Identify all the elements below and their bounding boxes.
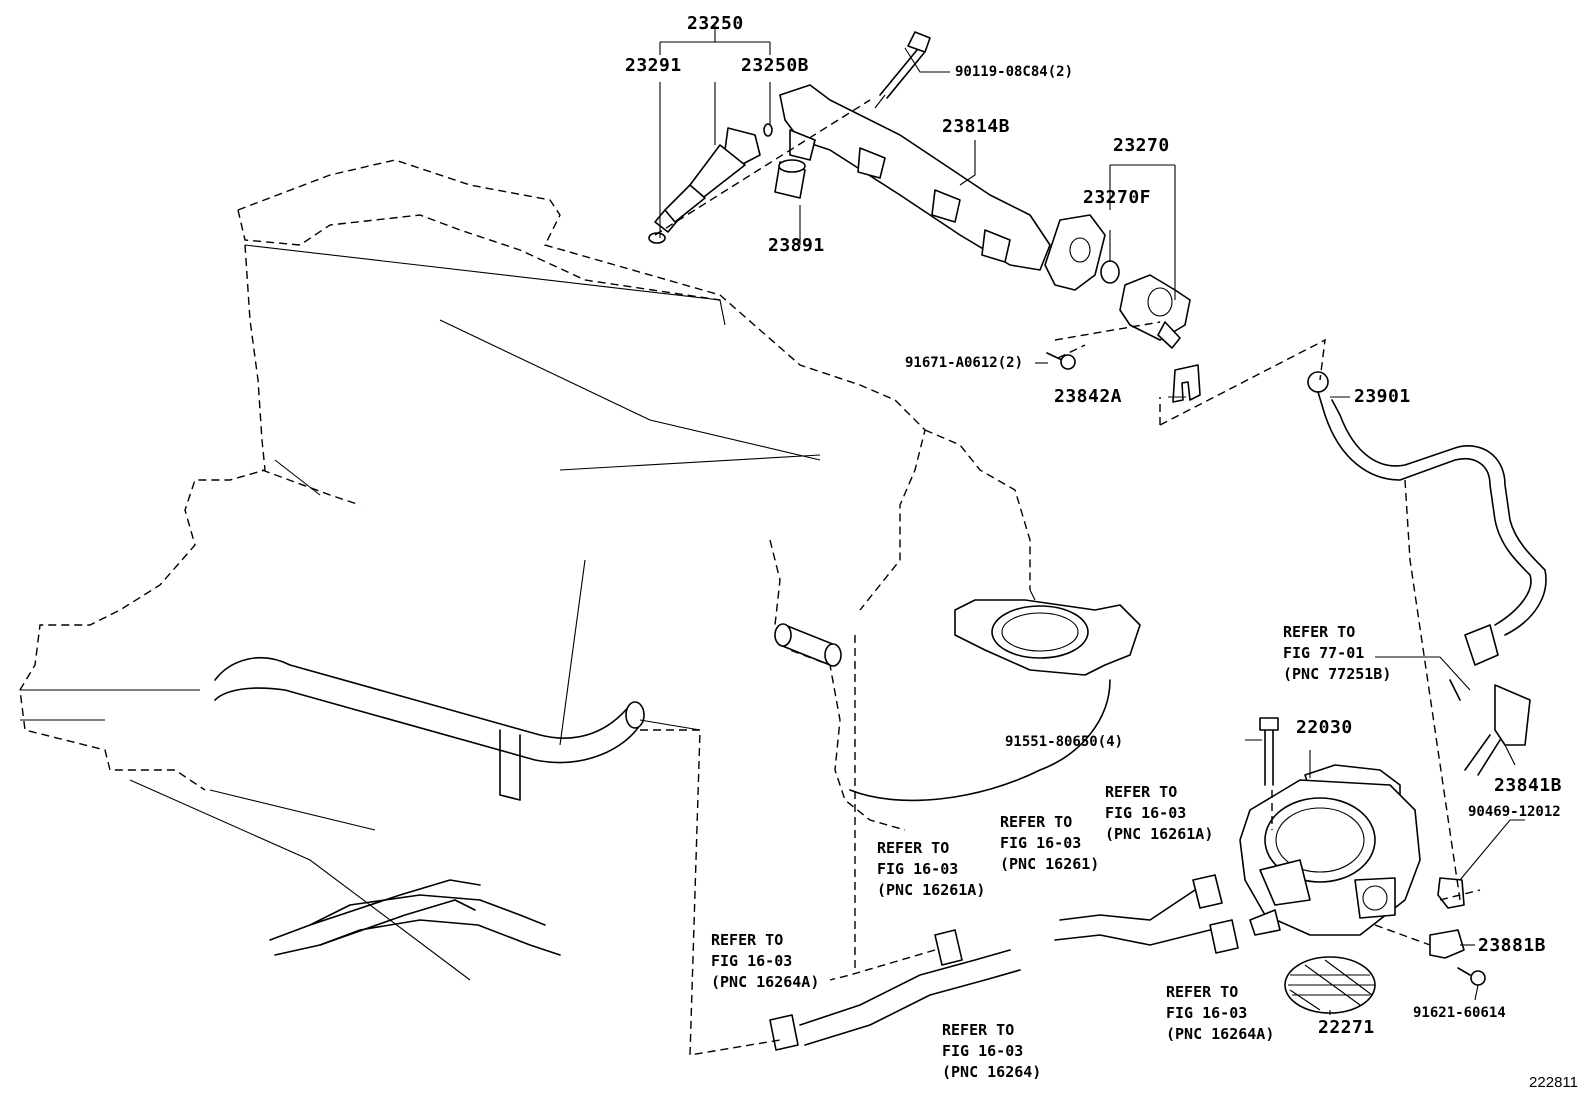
refer-fig-16-03-16261[interactable]: REFER TO FIG 16-03 (PNC 16261): [1000, 813, 1100, 873]
label-22271[interactable]: 22271: [1318, 1017, 1375, 1038]
bolt-90119: [874, 31, 931, 109]
clip-23841b: [1449, 679, 1531, 776]
fuel-hose: [1307, 371, 1547, 666]
label-90469[interactable]: 90469-12012: [1468, 804, 1561, 820]
gasket-22271: [1284, 956, 1376, 1014]
label-23814b[interactable]: 23814B: [942, 116, 1011, 137]
label-23891[interactable]: 23891: [768, 235, 825, 256]
pressure-regulator: [1100, 260, 1191, 349]
label-91671[interactable]: 91671-A0612(2): [905, 355, 1024, 371]
label-22030[interactable]: 22030: [1296, 717, 1353, 738]
label-23250[interactable]: 23250: [687, 13, 744, 34]
label-90119[interactable]: 90119-08C84(2): [955, 64, 1074, 80]
label-23841b[interactable]: 23841B: [1494, 775, 1563, 796]
refer-fig-16-03-16264a-right[interactable]: REFER TO FIG 16-03 (PNC 16264A): [1166, 983, 1275, 1043]
refer-fig-16-03-16264a-left[interactable]: REFER TO FIG 16-03 (PNC 16264A): [711, 931, 820, 991]
figure-id: 222811: [1529, 1074, 1578, 1091]
refer-fig-77-01[interactable]: REFER TO FIG 77-01 (PNC 77251B): [1283, 623, 1392, 683]
clamp-90469: [1437, 877, 1465, 909]
label-23901[interactable]: 23901: [1354, 386, 1411, 407]
intake-flange: [849, 589, 1141, 802]
injector: [648, 123, 773, 244]
screw-91621: [1457, 967, 1486, 986]
bracket-23881b: [1429, 929, 1465, 959]
refer-fig-16-03-16261a-right[interactable]: REFER TO FIG 16-03 (PNC 16261A): [1105, 783, 1214, 843]
refer-fig-16-03-16264[interactable]: REFER TO FIG 16-03 (PNC 16264): [942, 1021, 1042, 1081]
leader-lines: [640, 22, 1525, 1056]
water-hoses: [269, 874, 1239, 1051]
pipe-stub: [774, 623, 842, 667]
engine-outline: [19, 159, 1031, 981]
label-23270[interactable]: 23270: [1113, 135, 1170, 156]
label-91551[interactable]: 91551-80650(4): [1005, 734, 1124, 750]
throttle-body: [1239, 764, 1421, 936]
refer-fig-16-03-16261a-left[interactable]: REFER TO FIG 16-03 (PNC 16261A): [877, 839, 986, 899]
label-23270f[interactable]: 23270F: [1083, 187, 1152, 208]
label-23881b[interactable]: 23881B: [1478, 935, 1547, 956]
grommet: [774, 159, 806, 199]
label-91621[interactable]: 91621-60614: [1413, 1005, 1506, 1021]
screw-91671: [1046, 352, 1076, 370]
water-pipe: [214, 657, 701, 801]
label-23842a[interactable]: 23842A: [1054, 386, 1123, 407]
label-23291[interactable]: 23291: [625, 55, 682, 76]
fuel-rail: [779, 84, 1106, 291]
bolt-91551: [1259, 717, 1279, 786]
label-23250b[interactable]: 23250B: [741, 55, 810, 76]
clamp-23842a: [1172, 364, 1201, 403]
